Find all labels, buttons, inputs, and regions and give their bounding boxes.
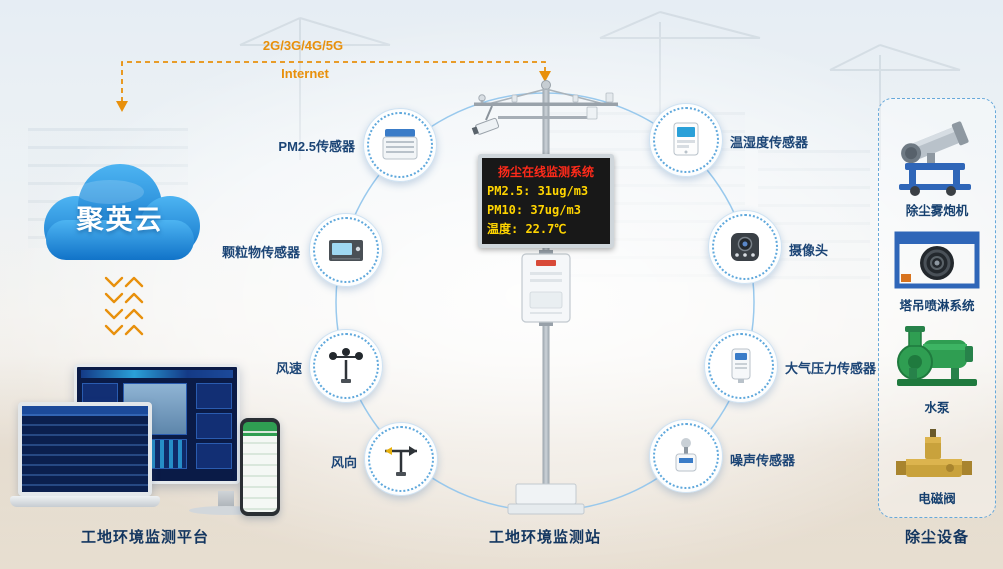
led-pm10-reading: PM10: 37ug/m3: [487, 202, 581, 217]
sensor-node-camera: [708, 210, 782, 284]
wind-direction-sensor-icon: [385, 446, 417, 476]
cloud-icon: [44, 164, 200, 260]
sensor-node-noise: [649, 419, 723, 493]
dashboard-panel: [196, 413, 232, 439]
water-pump-icon: [897, 326, 977, 387]
sensor-label-wind-speed: 风速: [275, 361, 302, 376]
equipment-solenoid-valve: 电磁阀: [892, 427, 982, 507]
station-control-cabinet: [521, 253, 571, 323]
mast-camera-icon: [471, 117, 500, 135]
mast-top-sphere: [541, 80, 551, 90]
led-title: 扬尘在线监测系统: [497, 164, 594, 179]
equipment-label-solenoid-valve: 电磁阀: [918, 491, 956, 506]
sensor-node-wind-direction: [364, 422, 438, 496]
equipment-fog-cannon: 除尘雾炮机: [887, 109, 987, 219]
network-carrier-label: 2G/3G/4G/5G: [262, 38, 344, 53]
internet-link-path: [121, 61, 546, 102]
noise-sensor-icon: [675, 438, 697, 472]
smartphone: [240, 418, 280, 516]
monitor-base: [189, 506, 263, 515]
equipment-label-water-pump: 水泵: [924, 401, 950, 416]
sensor-node-wind-speed: [309, 329, 383, 403]
laptop-screen: [18, 402, 152, 496]
led-pm25-reading: PM2.5: 31ug/m3: [487, 183, 589, 198]
monitor-stand: [218, 491, 234, 507]
equipment-spray-system: 塔吊喷淋系统: [887, 230, 987, 314]
dashboard-panel: [196, 383, 232, 409]
sensor-label-temperature-humidity: 温湿度传感器: [730, 135, 809, 150]
station-base: [507, 483, 585, 515]
sensor-label-wind-direction: 风向: [330, 455, 357, 470]
station-crossbar: [474, 102, 618, 106]
hose-reel-icon: [894, 231, 980, 289]
sensor-label-particulate: 颗粒物传感器: [221, 245, 300, 260]
arrowhead-down-icon: [539, 71, 551, 82]
led-temperature-reading: 温度: 22.7℃: [487, 221, 567, 236]
solenoid-valve-icon: [896, 428, 972, 477]
sensor-node-particulate: [309, 213, 383, 287]
sensor-label-noise: 噪声传感器: [730, 453, 796, 468]
dashboard-header: [81, 370, 233, 378]
sensor-node-temperature-humidity: [649, 103, 723, 177]
monitoring-platform-devices: [8, 360, 298, 522]
dashboard-panel: [196, 443, 232, 469]
camera-icon: [731, 233, 759, 261]
station-caption: 工地环境监测站: [488, 529, 601, 546]
air-pressure-sensor-icon: [731, 348, 751, 383]
equipment-caption: 除尘设备: [904, 529, 969, 546]
sensor-label-pm25: PM2.5传感器: [278, 139, 355, 154]
cloud-name: 聚英云: [76, 205, 164, 235]
pm25-sensor-icon: [382, 129, 418, 160]
sensor-label-camera: 摄像头: [789, 243, 829, 258]
cloud-platform: 聚英云: [24, 162, 216, 270]
internet-label: Internet: [281, 66, 329, 81]
led-display: 扬尘在线监测系统 PM2.5: 31ug/m3 PM10: 37ug/m3 温度…: [478, 154, 614, 248]
sensor-label-air-pressure: 大气压力传感器: [785, 361, 877, 376]
laptop: [10, 402, 160, 516]
wind-speed-sensor-icon: [329, 348, 363, 383]
platform-caption: 工地环境监测平台: [80, 529, 209, 546]
sensor-node-pm25: [363, 108, 437, 182]
fog-cannon-icon: [899, 121, 971, 196]
arrowhead-down-icon: [116, 101, 128, 112]
smartphone-screen: [243, 422, 277, 512]
dust-control-panel: 除尘雾炮机 塔吊喷淋系统: [878, 98, 996, 518]
monitoring-station-pole: [471, 80, 618, 515]
temperature-humidity-sensor-icon: [673, 122, 699, 156]
equipment-label-fog-cannon: 除尘雾炮机: [905, 204, 969, 218]
particulate-sensor-icon: [329, 240, 363, 261]
cloud-platform-sync-arrows-icon: [104, 276, 144, 336]
sensor-node-air-pressure: [704, 329, 778, 403]
equipment-label-spray-system: 塔吊喷淋系统: [899, 298, 975, 313]
laptop-keyboard: [10, 496, 160, 507]
equipment-water-pump: 水泵: [889, 324, 985, 416]
